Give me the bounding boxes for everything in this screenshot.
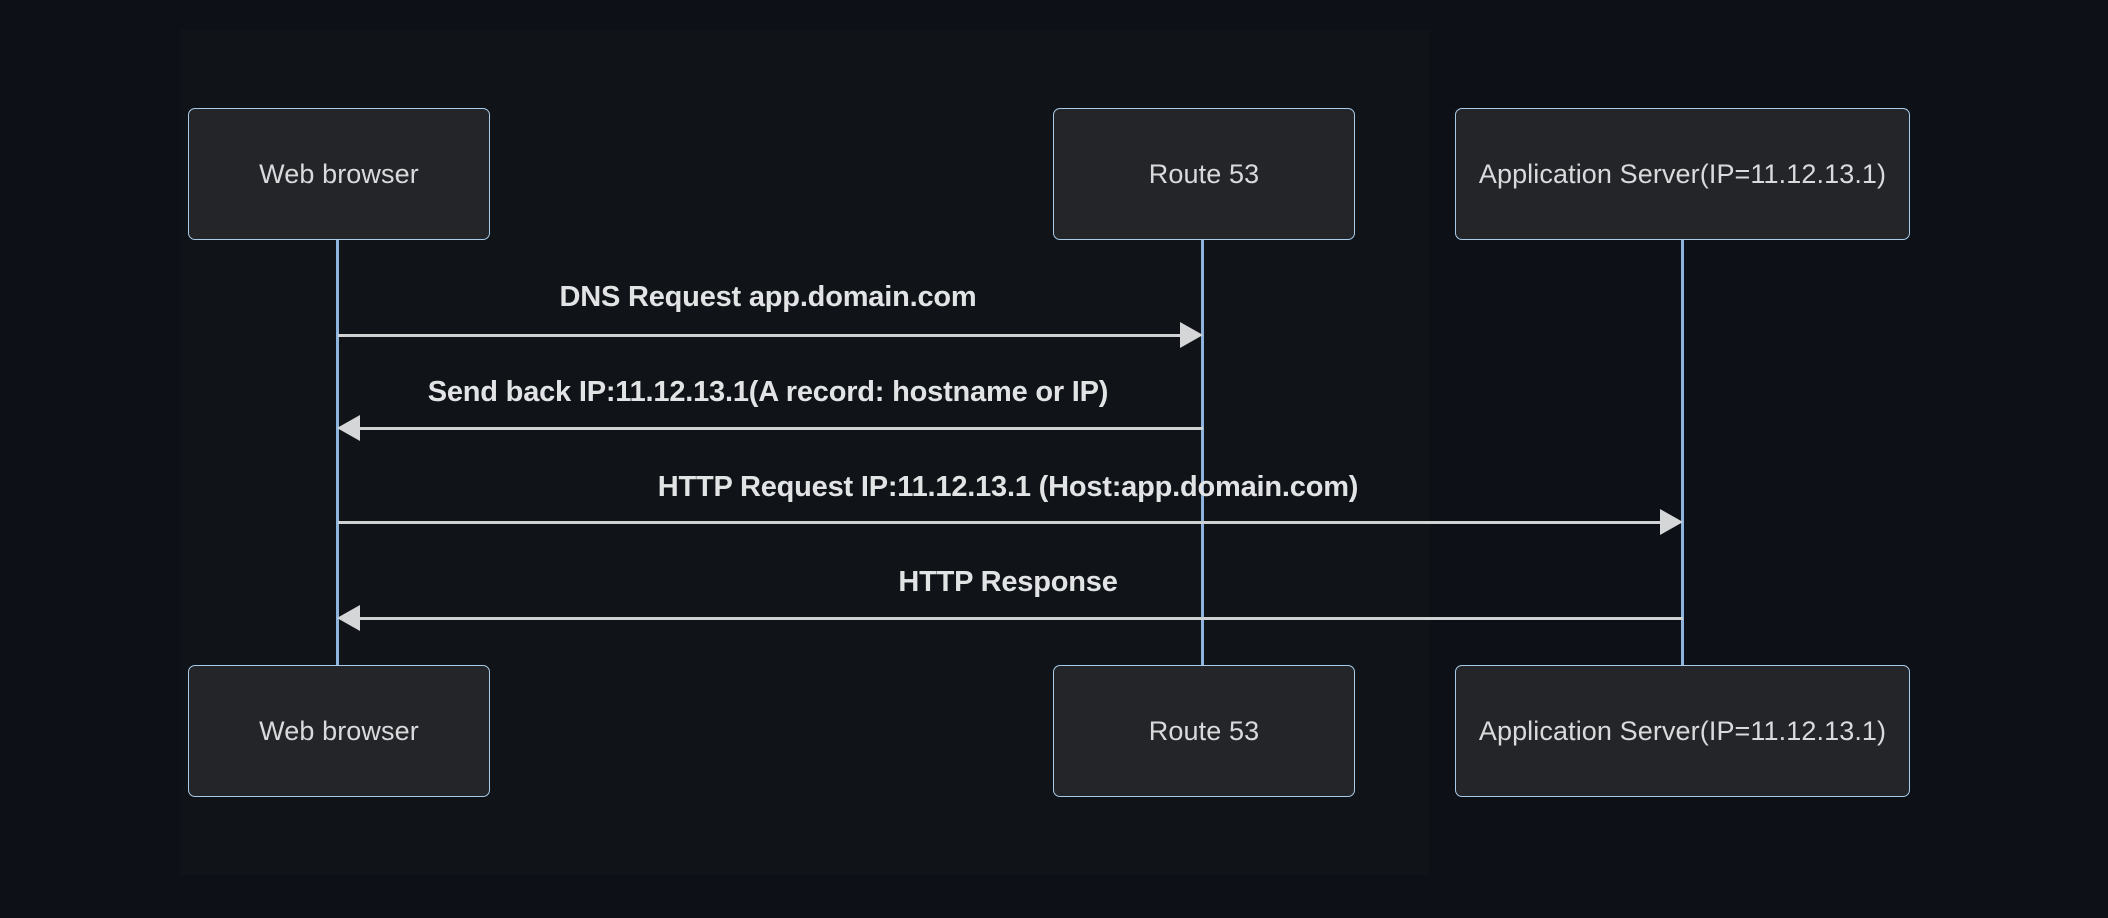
participant-box-browser-bottom[interactable]: Web browser	[188, 665, 490, 797]
participant-box-appserver-bottom[interactable]: Application Server(IP=11.12.13.1)	[1455, 665, 1910, 797]
message-line-3	[338, 521, 1663, 524]
participant-box-browser-top[interactable]: Web browser	[188, 108, 490, 240]
message-line-1	[338, 334, 1183, 337]
message-label-3: HTTP Request IP:11.12.13.1 (Host:app.dom…	[657, 471, 1359, 503]
lifeline-browser	[336, 240, 339, 668]
participant-box-route53-bottom[interactable]: Route 53	[1053, 665, 1355, 797]
message-line-2	[358, 427, 1203, 430]
message-arrowhead-1	[1180, 322, 1203, 348]
message-label-4: HTTP Response	[898, 566, 1118, 598]
message-arrowhead-2	[337, 415, 360, 441]
participant-label-route53-top: Route 53	[1148, 158, 1260, 189]
participant-label-browser-bottom: Web browser	[259, 715, 419, 746]
message-arrowhead-3	[1660, 509, 1683, 535]
participant-box-route53-top[interactable]: Route 53	[1053, 108, 1355, 240]
participant-label-browser-top: Web browser	[259, 158, 419, 189]
participant-label-appserver-top: Application Server(IP=11.12.13.1)	[1478, 158, 1887, 189]
participant-label-route53-bottom: Route 53	[1148, 715, 1260, 746]
message-line-4	[358, 617, 1683, 620]
participant-box-appserver-top[interactable]: Application Server(IP=11.12.13.1)	[1455, 108, 1910, 240]
message-label-2: Send back IP:11.12.13.1(A record: hostna…	[427, 376, 1109, 408]
participant-label-appserver-bottom: Application Server(IP=11.12.13.1)	[1478, 715, 1887, 746]
message-arrowhead-4	[337, 605, 360, 631]
lifeline-appserver	[1681, 240, 1684, 668]
lifeline-route53	[1201, 240, 1204, 668]
message-label-1: DNS Request app.domain.com	[559, 281, 977, 313]
